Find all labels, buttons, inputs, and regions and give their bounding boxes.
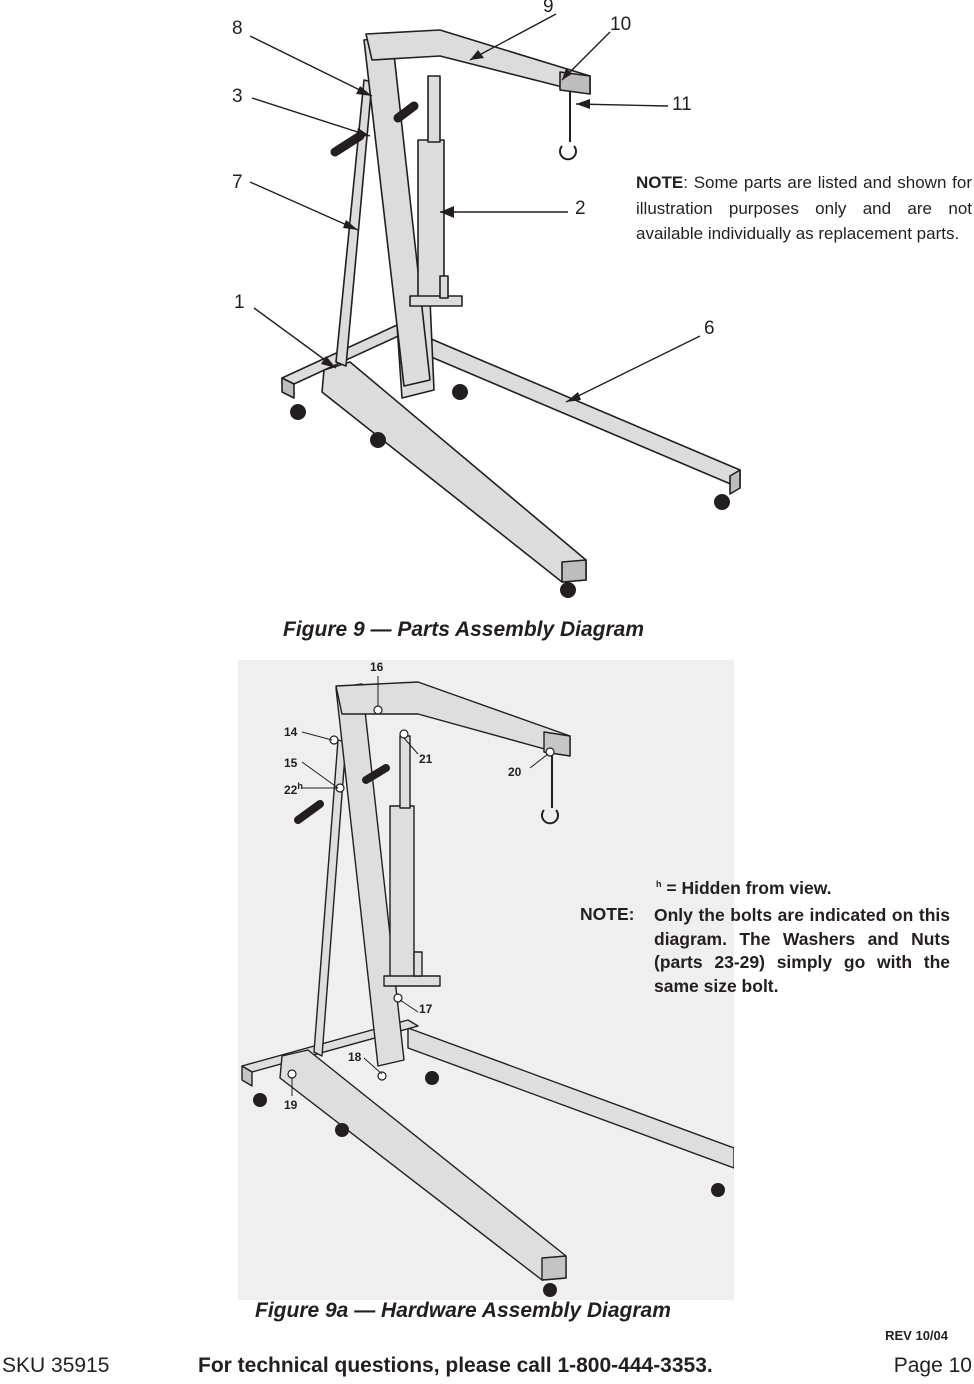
callout-20: 20	[508, 765, 522, 779]
hidden-legend: h = Hidden from view.	[656, 878, 832, 899]
callout-16: 16	[370, 660, 384, 674]
figure-9a-caption: Figure 9a — Hardware Assembly Diagram	[255, 1299, 671, 1322]
hardware-note-label: NOTE:	[580, 904, 635, 924]
hidden-legend-marker: h	[656, 879, 662, 890]
hidden-legend-text: = Hidden from view.	[666, 878, 832, 898]
revision-label: REV 10/04	[885, 1328, 948, 1343]
hardware-assembly-diagram	[238, 660, 734, 1300]
parts-note-label: NOTE	[636, 173, 684, 192]
footer-help: For technical questions, please call 1-8…	[198, 1354, 713, 1377]
callout-9: 9	[543, 0, 554, 17]
callout-10: 10	[610, 14, 632, 35]
hidden-marker: h	[297, 781, 303, 791]
parts-assembly-diagram	[249, 13, 741, 598]
callout-11: 11	[672, 94, 692, 115]
parts-note: NOTE: Some parts are listed and shown fo…	[636, 170, 972, 247]
hardware-note-text: Only the bolts are indicated on this dia…	[654, 905, 950, 996]
callout-6: 6	[704, 318, 715, 339]
callout-2: 2	[575, 198, 586, 219]
callout-22: 22h	[284, 781, 303, 797]
callout-8: 8	[232, 18, 243, 39]
callout-15: 15	[284, 756, 298, 770]
callout-3: 3	[232, 86, 243, 107]
callout-14: 14	[284, 725, 298, 739]
callout-22-number: 22	[284, 783, 298, 797]
parts-note-text: : Some parts are listed and shown for il…	[636, 173, 972, 243]
footer-sku: SKU 35915	[2, 1354, 110, 1377]
callout-18: 18	[348, 1050, 362, 1064]
callout-7: 7	[232, 172, 243, 193]
callout-19: 19	[284, 1098, 298, 1112]
callout-1: 1	[234, 292, 245, 313]
callout-21: 21	[419, 752, 433, 766]
footer-page: Page 10	[893, 1354, 972, 1377]
callout-17: 17	[419, 1002, 433, 1016]
figure-9-caption: Figure 9 — Parts Assembly Diagram	[283, 618, 645, 641]
